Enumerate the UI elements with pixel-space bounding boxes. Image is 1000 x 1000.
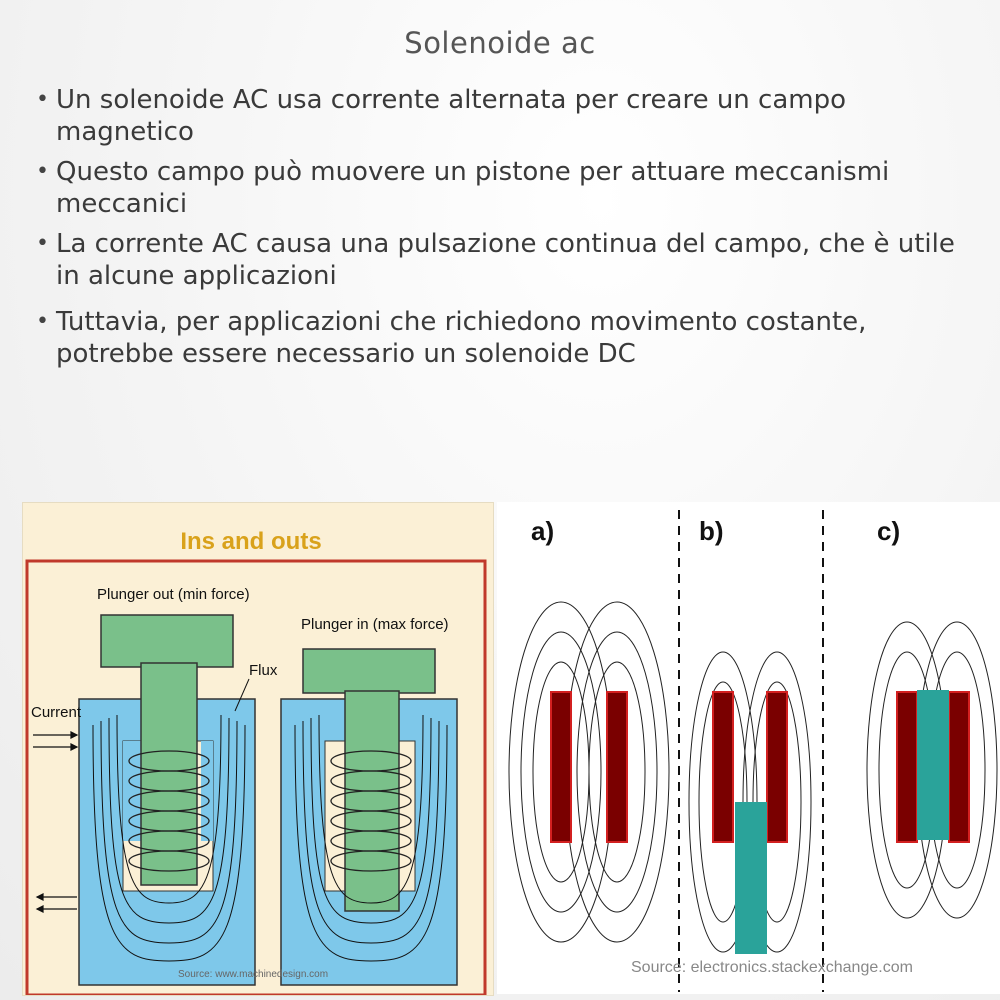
solenoid-field-figure: a) b) c) [497,502,1000,994]
panel-b [688,651,812,953]
label-flux: Flux [249,662,278,679]
plunger-shaft [344,690,400,912]
panel-a-label: a) [531,516,554,546]
figure-heading: Ins and outs [180,528,321,555]
source-caption-right: Source: electronics.stackexchange.com [631,959,913,976]
field-diagram: a) b) c) [508,510,998,992]
plunger-head [302,648,436,694]
solenoid-plunger-figure: Ins and outs [22,502,494,997]
label-current: Current [31,704,82,721]
bullet-item: La corrente AC causa una pulsazione cont… [36,228,976,292]
solenoid-in [280,648,458,986]
slide-title: Solenoide ac [404,26,596,60]
coil-section [606,691,628,843]
plunger-teal [735,802,767,954]
panel-a [508,601,670,943]
coil-section [766,691,788,843]
bullet-list: Un solenoide AC usa corrente alternata p… [36,84,976,378]
plunger-diagram: Ins and outs [25,528,487,997]
flux-lines [92,714,246,962]
coil-windings [330,750,412,872]
coil-windings [128,750,210,872]
label-plunger-out: Plunger out (min force) [97,586,250,603]
panel-c-label: c) [877,516,900,546]
current-arrows [33,731,79,913]
solenoid-out [78,614,256,986]
bullet-item: Un solenoide AC usa corrente alternata p… [36,84,976,148]
plunger-head [100,614,234,668]
source-caption-left: Source: www.machinedesign.com [178,969,328,980]
plunger-teal [917,690,949,840]
coil-section [896,691,918,843]
panel-b-label: b) [699,516,724,546]
coil-section [948,691,970,843]
flux-lines [294,714,448,962]
coil-section [712,691,734,843]
bullet-item: Questo campo può muovere un pistone per … [36,156,976,220]
label-plunger-in: Plunger in (max force) [301,616,449,633]
coil-section [550,691,572,843]
bullet-item: Tuttavia, per applicazioni che richiedon… [36,306,976,370]
